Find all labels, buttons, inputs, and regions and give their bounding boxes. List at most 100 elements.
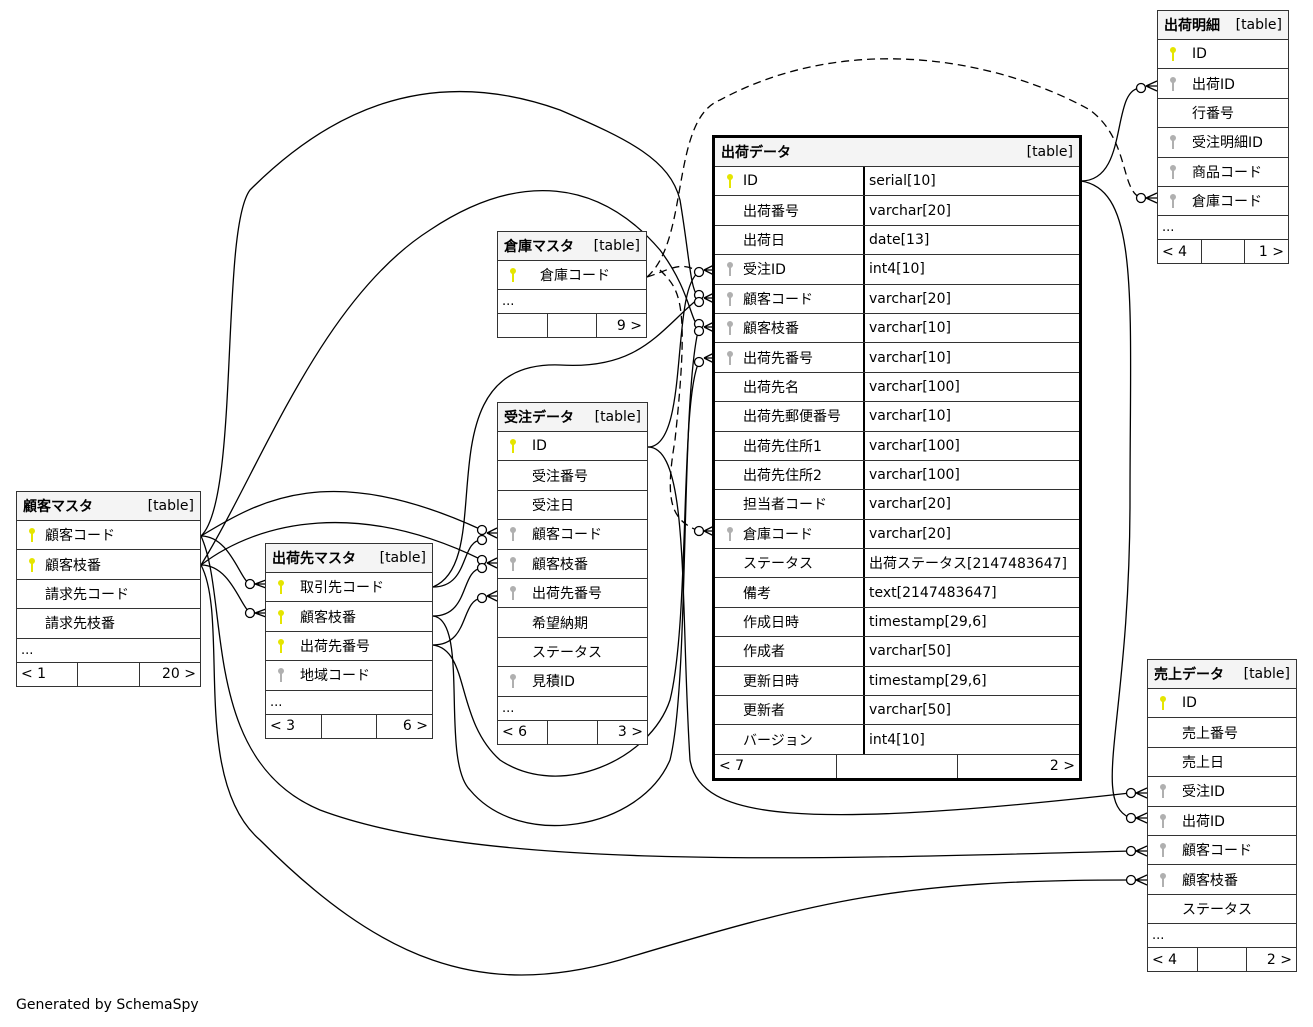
- table-name: 売上データ: [1154, 667, 1224, 683]
- parents-count[interactable]: < 4: [1158, 240, 1202, 264]
- table-shukkasaki-master[interactable]: 出荷先マスタ [table] 取引先コード顧客枝番出荷先番号地域コード ... …: [265, 543, 433, 739]
- parents-count[interactable]: [498, 314, 548, 338]
- column-row[interactable]: 受注ID int4[10]: [715, 255, 1079, 285]
- column-row[interactable]: 出荷先番号: [266, 632, 432, 662]
- column-row[interactable]: 請求先コード: [17, 580, 200, 610]
- column-row[interactable]: 出荷ID: [1158, 69, 1288, 99]
- column-type: varchar[20]: [869, 290, 951, 307]
- column-row[interactable]: 倉庫コード: [498, 261, 646, 291]
- column-name: 出荷先番号: [743, 350, 813, 367]
- column-row[interactable]: 出荷ID: [1148, 807, 1296, 836]
- column-name-cell: 作成者: [715, 637, 865, 666]
- column-row[interactable]: 顧客コード: [1148, 836, 1296, 866]
- column-row[interactable]: 地域コード: [266, 661, 432, 691]
- table-kokyaku-master[interactable]: 顧客マスタ [table] 顧客コード顧客枝番請求先コード請求先枝番 ... <…: [16, 491, 201, 687]
- primary-key-icon: [721, 173, 739, 189]
- column-row[interactable]: 受注ID: [1148, 777, 1296, 807]
- column-row[interactable]: 顧客枝番: [1148, 865, 1296, 895]
- children-count[interactable]: 2 >: [1049, 758, 1076, 775]
- column-row[interactable]: 顧客枝番: [266, 602, 432, 632]
- column-row[interactable]: 顧客コード: [498, 520, 647, 550]
- column-row[interactable]: 商品コード: [1158, 158, 1288, 187]
- column-name: 請求先枝番: [45, 616, 115, 633]
- column-row[interactable]: 見積ID: [498, 667, 647, 697]
- children-count[interactable]: 2 >: [1266, 951, 1293, 968]
- column-name: 受注ID: [743, 262, 786, 279]
- table-header: 出荷明細 [table]: [1158, 11, 1288, 40]
- optional-marker: [476, 524, 488, 536]
- column-type: timestamp[29,6]: [869, 672, 987, 689]
- column-row[interactable]: 請求先枝番: [17, 609, 200, 639]
- parents-count[interactable]: < 4: [1148, 948, 1198, 972]
- column-name: 倉庫コード: [743, 526, 813, 543]
- column-row[interactable]: ID: [1148, 689, 1296, 719]
- column-name: ID: [1192, 46, 1207, 63]
- table-footer: < 1 20 >: [17, 662, 200, 686]
- children-count[interactable]: 20 >: [161, 666, 196, 683]
- column-name: 顧客枝番: [1182, 872, 1238, 889]
- column-type: int4[10]: [869, 261, 925, 278]
- optional-marker: [693, 325, 705, 337]
- children-count[interactable]: 1 >: [1258, 243, 1285, 260]
- column-row[interactable]: 顧客枝番: [498, 550, 647, 579]
- children-count[interactable]: 6 >: [402, 718, 429, 735]
- column-row[interactable]: 顧客枝番: [17, 550, 200, 580]
- column-row[interactable]: 行番号: [1158, 99, 1288, 129]
- column-row[interactable]: 出荷先番号: [498, 579, 647, 609]
- parents-count[interactable]: < 7: [715, 754, 837, 778]
- column-name: 顧客枝番: [300, 609, 356, 626]
- column-name: 受注明細ID: [1192, 135, 1263, 152]
- foreign-key-icon: [504, 673, 522, 689]
- column-row[interactable]: ID: [498, 432, 647, 462]
- column-row[interactable]: 希望納期: [498, 608, 647, 638]
- column-row[interactable]: 受注番号: [498, 461, 647, 491]
- parents-count[interactable]: < 1: [17, 662, 79, 686]
- column-name: 備考: [743, 585, 771, 602]
- children-count[interactable]: 9 >: [616, 317, 643, 334]
- column-row[interactable]: 受注日: [498, 491, 647, 521]
- column-row[interactable]: 倉庫コード: [1158, 187, 1288, 217]
- column-type: varchar[100]: [869, 378, 960, 395]
- column-name-cell: 受注ID: [715, 255, 865, 284]
- relationship-line: [200, 535, 1131, 859]
- column-row[interactable]: ステータス: [498, 638, 647, 668]
- column-name: 売上日: [1182, 754, 1224, 771]
- column-row[interactable]: 売上日: [1148, 748, 1296, 778]
- children-count[interactable]: 3 >: [617, 724, 643, 741]
- column-row[interactable]: 売上番号: [1148, 718, 1296, 748]
- column-row[interactable]: ID: [1158, 40, 1288, 70]
- table-soko-master[interactable]: 倉庫マスタ [table] 倉庫コード ... 9 >: [497, 231, 647, 339]
- table-header: 出荷先マスタ [table]: [266, 544, 432, 573]
- parents-count[interactable]: < 6: [498, 720, 548, 744]
- column-row[interactable]: 受注明細ID: [1158, 128, 1288, 158]
- foreign-key-icon: [1154, 842, 1172, 858]
- column-row[interactable]: 取引先コード: [266, 573, 432, 603]
- column-row[interactable]: 顧客コード: [17, 521, 200, 551]
- optional-marker: [1125, 812, 1137, 824]
- column-row[interactable]: ステータス出荷ステータス[2147483647]: [715, 549, 1079, 579]
- parents-count[interactable]: < 3: [266, 714, 322, 738]
- column-row[interactable]: ステータス: [1148, 895, 1296, 925]
